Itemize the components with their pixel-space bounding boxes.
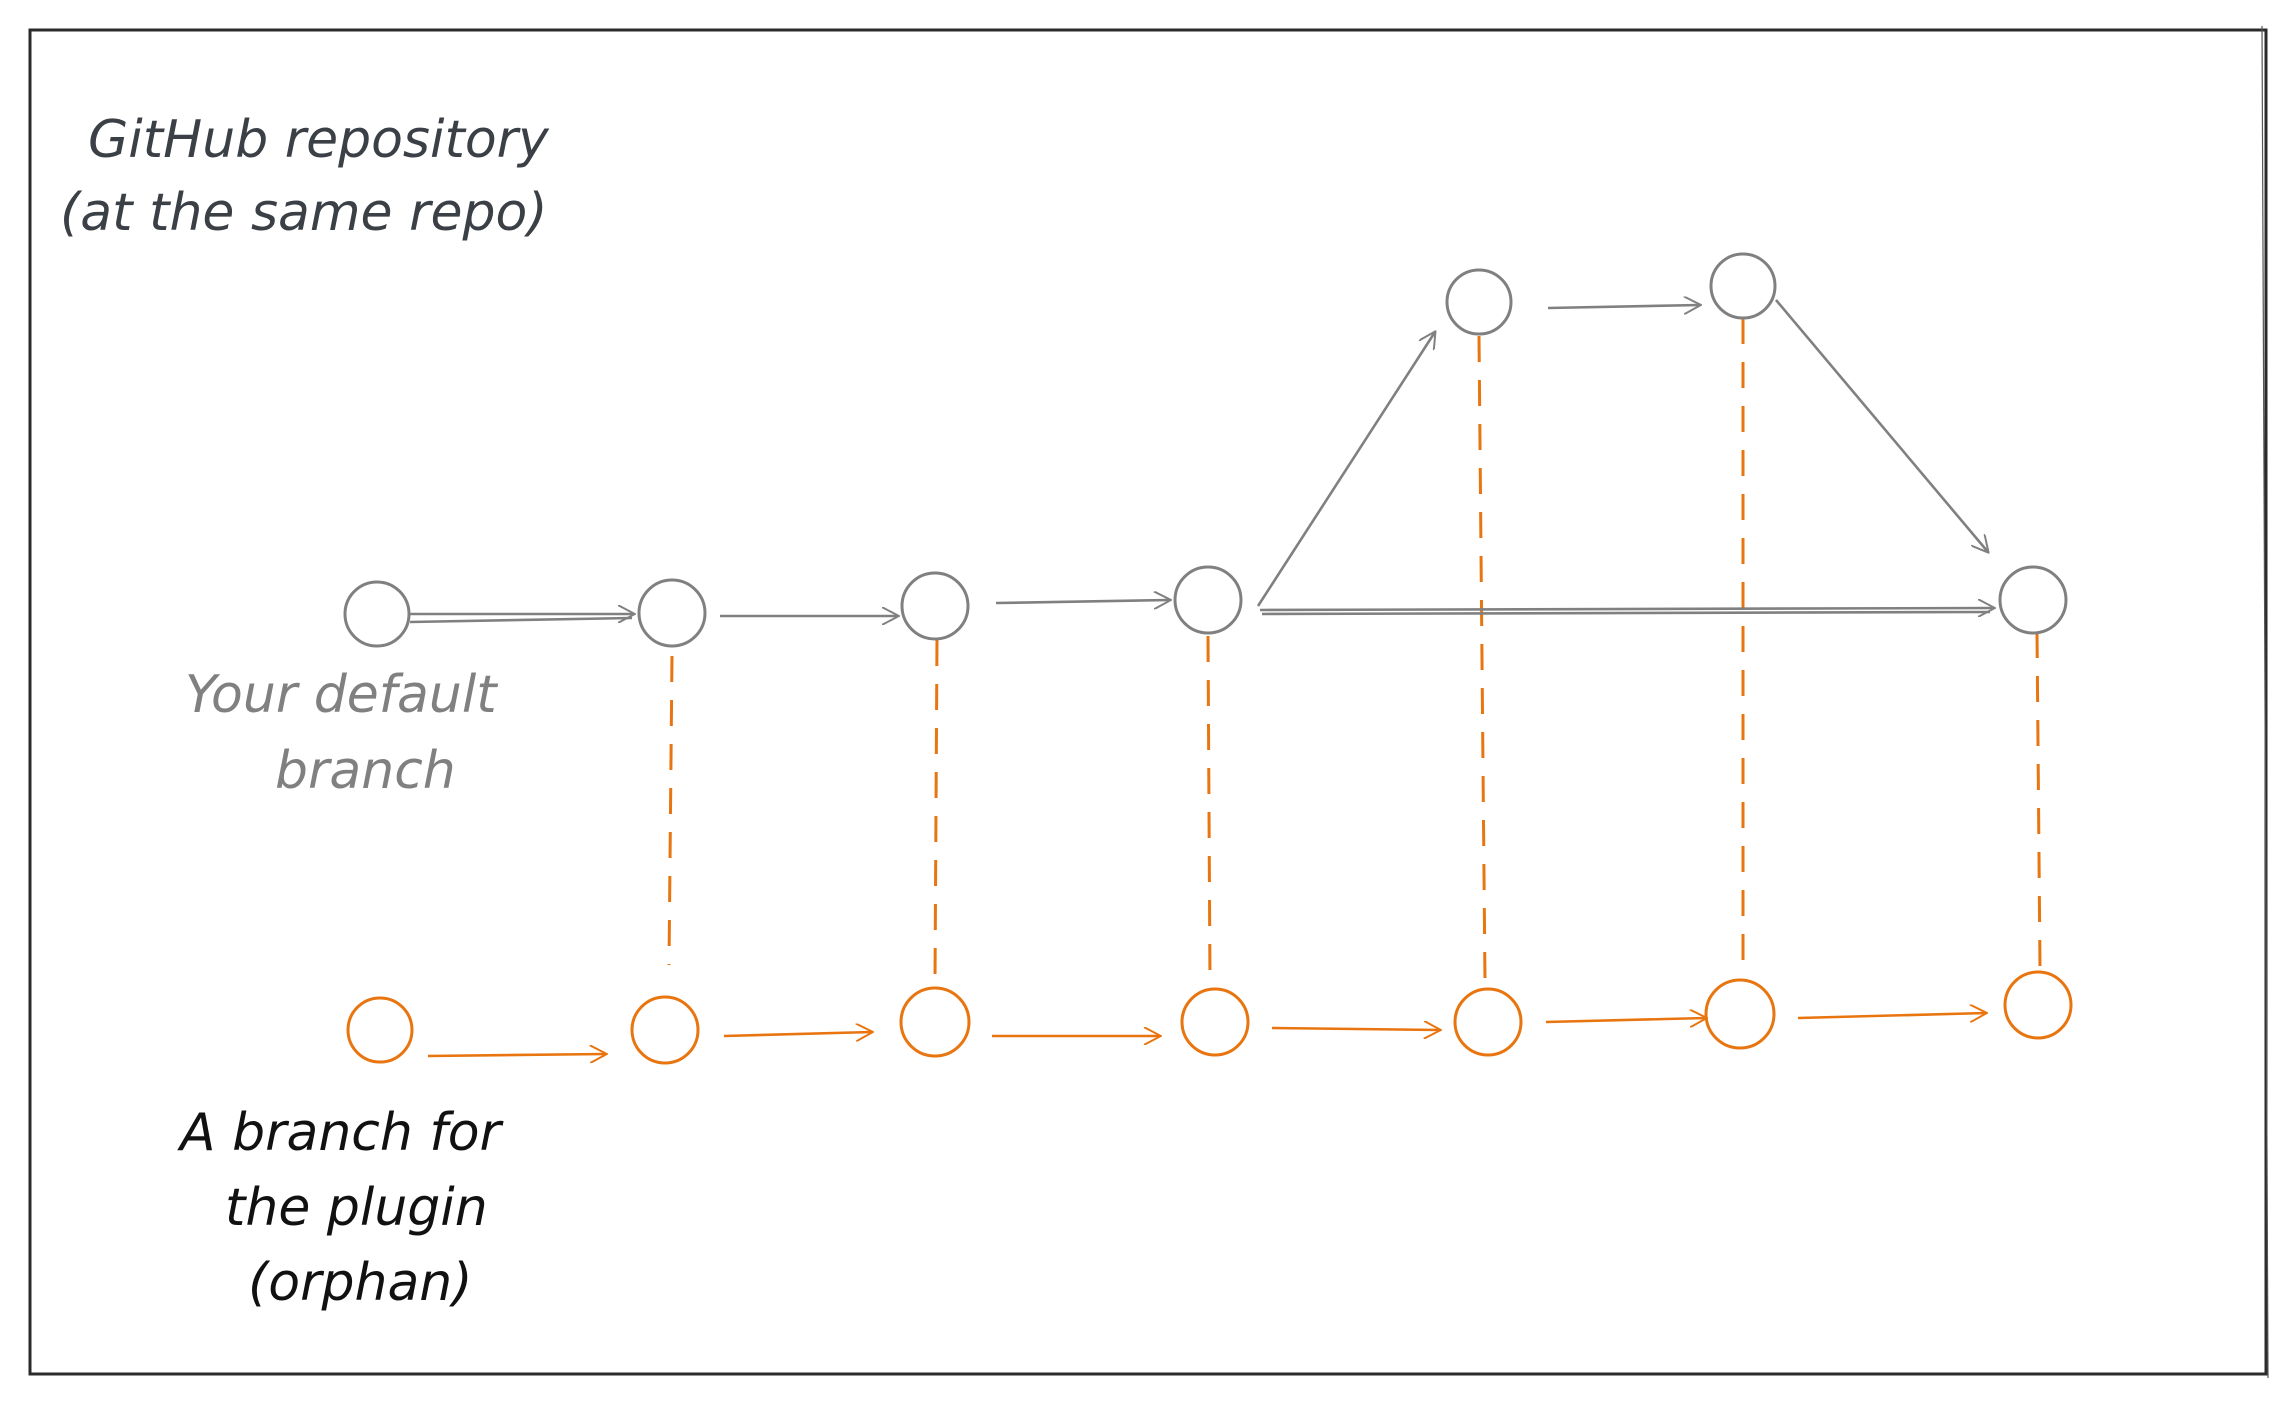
plugin-arrow-2 (723, 1032, 872, 1036)
default-arrow-4 (1259, 608, 1994, 610)
plugin-commit-3 (899, 986, 971, 1058)
plugin-arrow-4 (1271, 1028, 1440, 1030)
default-arrow-1b (409, 616, 633, 624)
default-branch-arrows (408, 300, 1994, 622)
plugin-branch-label-line-1: A branch for (177, 1103, 505, 1163)
default-commit-3 (900, 571, 970, 641)
plugin-commit-6 (1704, 978, 1776, 1050)
link-6 (2035, 631, 2042, 969)
default-commit-2 (637, 578, 707, 648)
default-commit-top-1 (1445, 268, 1513, 336)
default-arrow-top (1547, 305, 1700, 308)
plugin-commit-1 (346, 996, 414, 1064)
default-arrow-4b (1261, 610, 1991, 616)
plugin-commit-5 (1453, 987, 1523, 1057)
plugin-branch-arrows (427, 1013, 1986, 1056)
default-commit-5 (1998, 565, 2068, 635)
plugin-branch-label-line-3: (orphan) (248, 1253, 473, 1313)
default-arrow-down (1775, 299, 1988, 552)
plugin-commit-4 (1180, 987, 1250, 1057)
plugin-branch-nodes (346, 970, 2073, 1065)
default-branch-label-line-2: branch (275, 741, 456, 801)
title-line-1: GitHub repository (88, 110, 550, 170)
default-branch-nodes (343, 252, 2068, 648)
link-2 (933, 639, 939, 981)
default-commit-1 (343, 580, 411, 648)
default-commit-4 (1173, 565, 1243, 635)
plugin-commit-2 (630, 995, 700, 1065)
link-1 (667, 655, 674, 966)
plugin-arrow-6 (1797, 1013, 1986, 1018)
plugin-arrow-1 (427, 1054, 606, 1056)
plugin-branch-label-line-2: the plugin (225, 1178, 488, 1238)
plugin-commit-7 (2003, 970, 2073, 1040)
link-4 (1477, 335, 1487, 983)
default-branch-label-line-1: Your default (185, 665, 498, 725)
plugin-arrow-5 (1545, 1018, 1706, 1022)
link-3 (1206, 635, 1212, 983)
title-line-2: (at the same repo) (60, 183, 548, 243)
default-arrow-3 (995, 600, 1170, 603)
default-commit-top-2 (1709, 252, 1777, 320)
branch-links (667, 318, 2042, 983)
default-arrow-up (1256, 332, 1435, 607)
frame-shadow (2261, 25, 2269, 1379)
diagram-frame (28, 28, 2268, 1376)
